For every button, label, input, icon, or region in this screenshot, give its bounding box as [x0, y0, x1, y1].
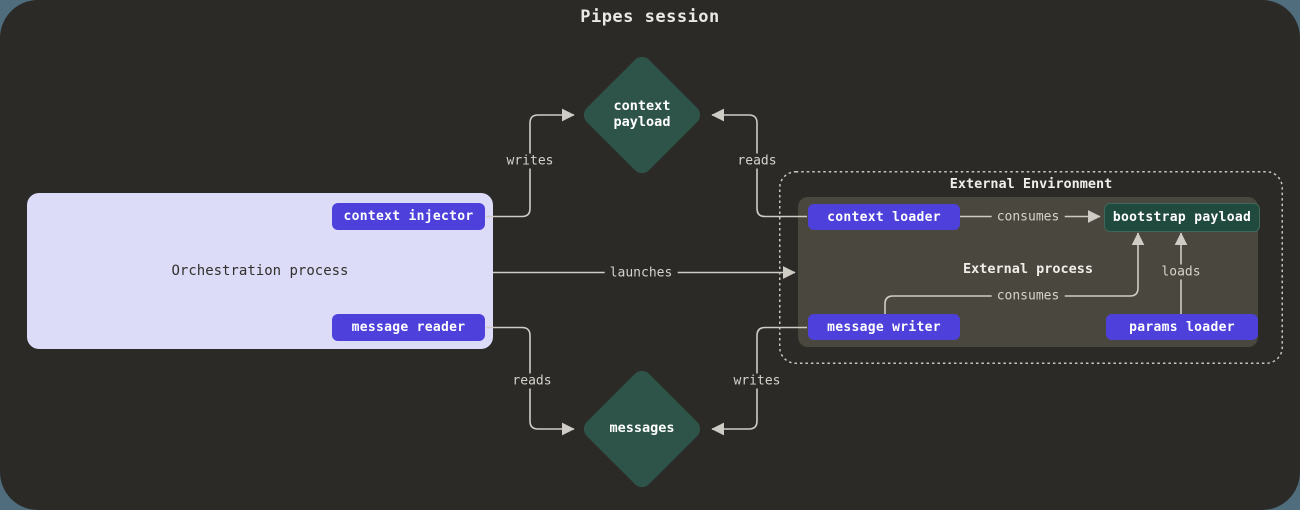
messages-label: messages [609, 420, 675, 437]
edge-label-launches: launches [604, 265, 678, 281]
edge-label-reads-top: reads [732, 153, 782, 169]
context-loader-node: context loader [808, 204, 960, 230]
external-environment-label: External Environment [949, 176, 1113, 192]
bootstrap-payload-node: bootstrap payload [1104, 203, 1260, 232]
context-payload-node: context payload [579, 52, 705, 178]
messages-node: messages [579, 366, 705, 492]
message-writer-node: message writer [808, 314, 960, 340]
edge-label-writes-bottom: writes [728, 373, 786, 389]
edge-label-loads: loads [1156, 264, 1206, 280]
edge-label-consumes-top: consumes [991, 209, 1065, 225]
orchestration-process-label: Orchestration process [171, 263, 349, 279]
edge-label-writes-top: writes [501, 153, 559, 169]
params-loader-node: params loader [1106, 314, 1258, 340]
message-reader-node: message reader [332, 314, 485, 341]
context-payload-label: context payload [613, 98, 671, 130]
diagram-title: Pipes session [580, 7, 720, 27]
context-injector-node: context injector [332, 203, 485, 230]
edge-label-reads-bottom: reads [507, 373, 557, 389]
edge-label-consumes-bottom: consumes [991, 288, 1065, 304]
